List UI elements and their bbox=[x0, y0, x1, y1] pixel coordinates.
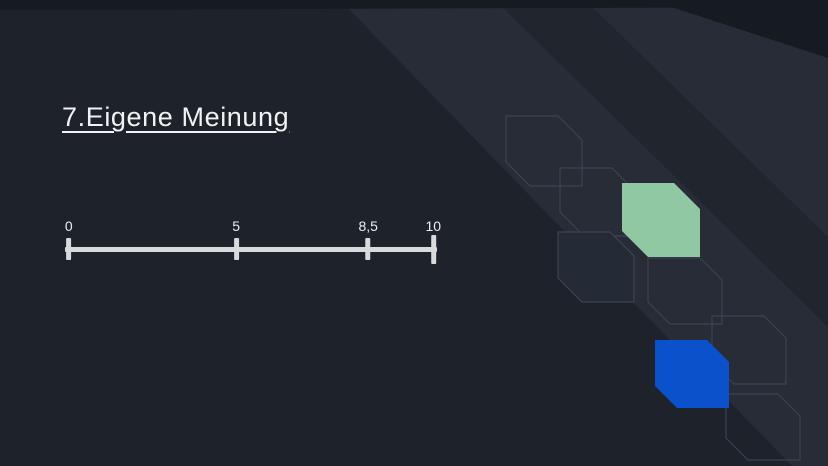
tick-label: 10 bbox=[425, 218, 442, 234]
scale-line bbox=[65, 247, 437, 252]
outline-box bbox=[505, 115, 583, 187]
scale-tick-8-5: 8,5 bbox=[358, 218, 378, 260]
filled-box bbox=[557, 231, 635, 303]
outline-box bbox=[711, 315, 787, 385]
tick-label: 0 bbox=[64, 218, 73, 234]
tick-mark bbox=[233, 238, 239, 260]
slide-title: 7.Eigene Meinung bbox=[62, 102, 290, 132]
tick-label: 8,5 bbox=[358, 218, 378, 234]
blue-accent-shape bbox=[655, 340, 729, 408]
tick-label: 5 bbox=[232, 218, 241, 234]
scale-tick-10: 10 bbox=[425, 218, 441, 264]
tick-mark bbox=[66, 238, 72, 260]
outline-box bbox=[725, 393, 801, 461]
number-scale: 0 5 8,5 10 bbox=[65, 208, 441, 272]
tick-mark bbox=[365, 238, 371, 260]
top-edge-strip bbox=[0, 0, 828, 10]
outline-box bbox=[647, 257, 723, 325]
scale-tick-5: 5 bbox=[232, 218, 240, 260]
corner-triangle bbox=[650, 0, 828, 58]
outline-box bbox=[559, 167, 637, 237]
tick-mark bbox=[430, 235, 436, 264]
diagonal-stripe bbox=[495, 0, 828, 327]
scale-tick-0: 0 bbox=[65, 218, 73, 260]
green-accent-shape bbox=[622, 183, 700, 257]
